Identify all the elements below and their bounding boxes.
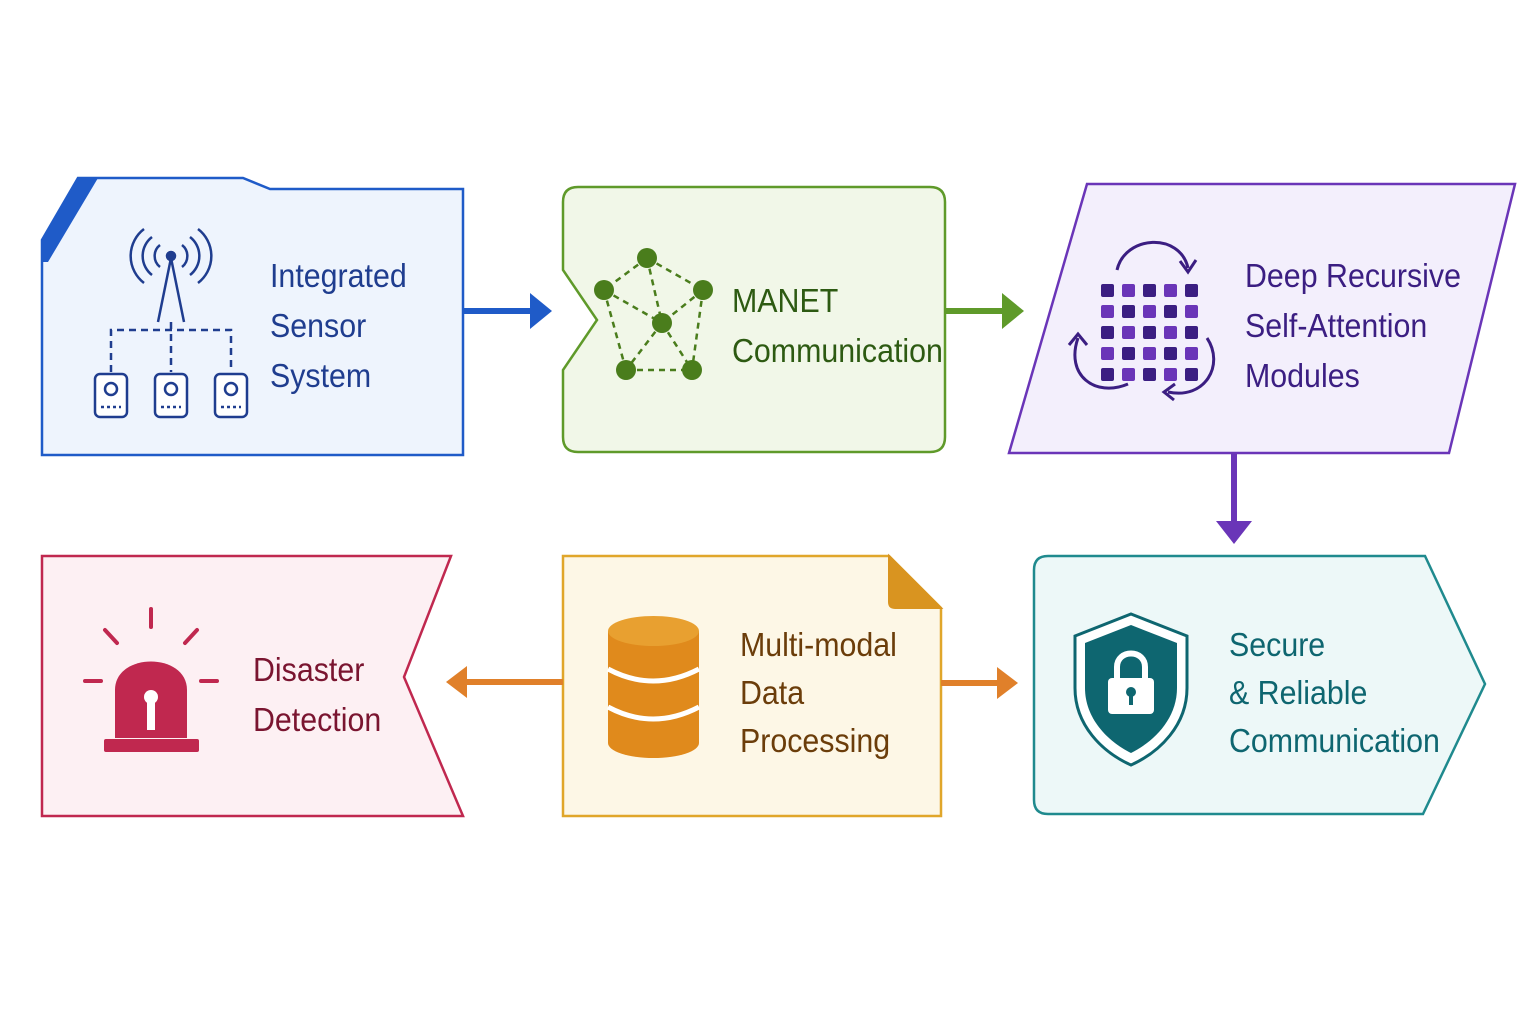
alarm-siren-icon <box>83 607 219 752</box>
arrow-processing-to-disaster <box>446 666 563 698</box>
sensor-label-line-1: Integrated <box>270 257 407 294</box>
arrow-sensor-to-manet <box>463 293 552 329</box>
manet-label-line-2: Communication <box>732 332 943 369</box>
sensor-label: Integrated Sensor System <box>270 251 407 401</box>
sensor-label-line-3: System <box>270 357 372 394</box>
secure-label-line-1: Secure <box>1229 626 1326 663</box>
shield-lock-icon <box>1073 612 1189 767</box>
manet-label-line-1: MANET <box>732 282 839 319</box>
disaster-label-line-1: Disaster <box>253 651 365 688</box>
sensor-label-line-2: Sensor <box>270 307 367 344</box>
processing-label-line-2: Data <box>740 674 805 711</box>
database-icon <box>606 616 701 758</box>
arrow-manet-to-attention <box>945 293 1024 329</box>
attention-label-line-1: Deep Recursive <box>1245 257 1461 294</box>
attention-label: Deep Recursive Self-Attention Modules <box>1245 251 1461 401</box>
node-secure-communication <box>1032 554 1487 816</box>
node-manet <box>561 185 947 454</box>
processing-label: Multi-modal Data Processing <box>740 621 897 765</box>
antenna-sensors-icon <box>93 228 249 419</box>
arrow-attention-to-secure <box>1216 453 1252 544</box>
secure-label-line-2: & Reliable <box>1229 674 1368 711</box>
attention-label-line-2: Self-Attention <box>1245 307 1428 344</box>
attention-box-shape <box>1007 182 1517 455</box>
manet-label: MANET Communication <box>732 276 943 376</box>
node-self-attention <box>1007 182 1517 455</box>
sensor-box-corner-tab <box>42 178 98 262</box>
node-data-processing <box>561 553 944 818</box>
node-disaster-detection <box>40 554 465 818</box>
attention-grid-icon <box>1067 240 1216 402</box>
disaster-label-line-2: Detection <box>253 701 382 738</box>
attention-label-line-3: Modules <box>1245 357 1360 394</box>
processing-label-line-3: Processing <box>740 722 891 759</box>
processing-label-line-1: Multi-modal <box>740 626 897 663</box>
secure-label: Secure & Reliable Communication <box>1229 621 1440 765</box>
node-sensor-system <box>40 176 465 457</box>
disaster-label: Disaster Detection <box>253 645 381 745</box>
manet-box-shape <box>561 185 947 454</box>
mesh-network-icon <box>594 248 713 380</box>
arrow-processing-to-secure <box>941 667 1018 699</box>
processing-page-fold <box>888 553 944 609</box>
secure-label-line-3: Communication <box>1229 722 1440 759</box>
